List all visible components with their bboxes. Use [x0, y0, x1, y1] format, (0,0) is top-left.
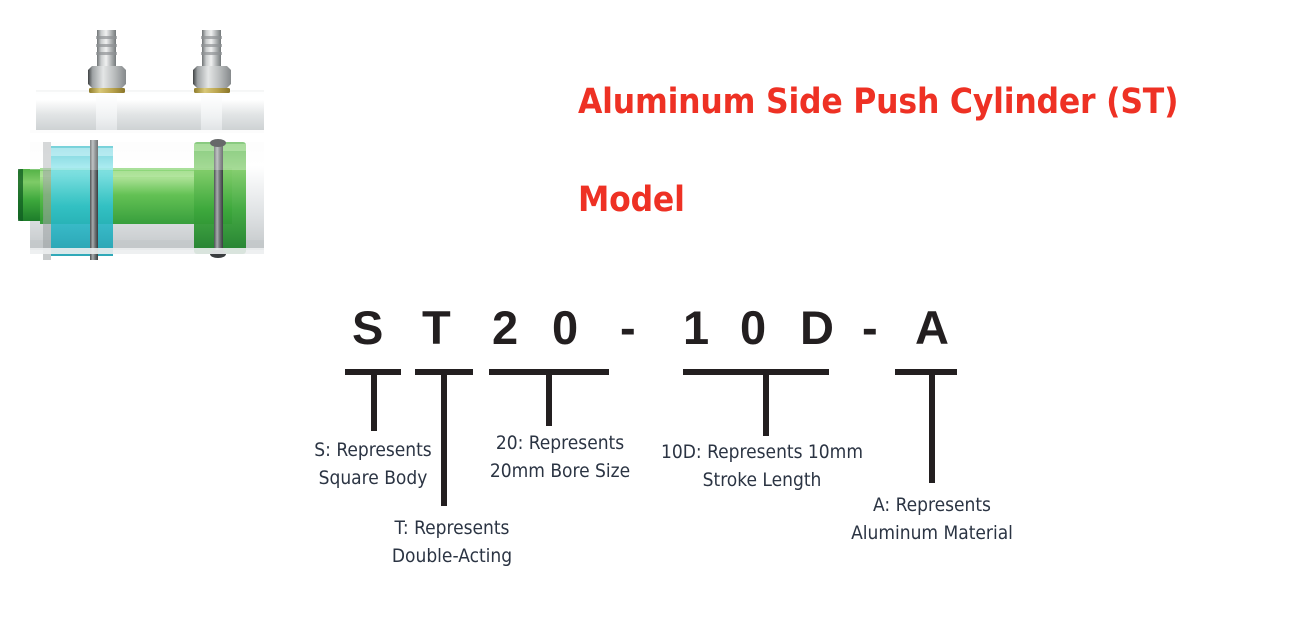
model-code-char: T — [422, 301, 451, 354]
product-image — [12, 8, 278, 280]
callout-line: Aluminum Material — [851, 522, 1013, 544]
glass-highlight — [30, 130, 264, 170]
leader-bar-s — [345, 369, 401, 375]
model-code-char: S — [352, 301, 384, 354]
callout-bore-size: 20: Represents 20mm Bore Size — [480, 429, 640, 485]
leader-tick-a — [929, 375, 935, 483]
callout-line: 20: Represents — [495, 432, 625, 454]
leader-tick-20 — [546, 375, 552, 426]
model-code-char: 0 — [552, 301, 579, 354]
model-code-char: D — [800, 301, 834, 354]
leader-bar-20 — [489, 369, 609, 375]
callout-line: T: Represents — [394, 517, 510, 539]
front-cap — [43, 140, 113, 260]
callout-line: S: Represents — [314, 439, 432, 461]
body-bottom-edge — [30, 248, 264, 254]
model-code-char: - — [862, 301, 878, 354]
callout-line: Square Body — [318, 467, 428, 489]
leader-tick-s — [371, 375, 377, 431]
model-code-char: A — [915, 301, 949, 354]
rod-tip — [18, 169, 44, 221]
model-code-char: 0 — [740, 301, 767, 354]
callout-line: 20mm Bore Size — [489, 460, 631, 482]
rear-body-tube — [36, 90, 264, 134]
page-subtitle: Model — [578, 180, 685, 220]
page-title: Aluminum Side Push Cylinder (ST) — [578, 82, 1179, 122]
callout-line: A: Represents — [873, 494, 991, 516]
callout-line: Double-Acting — [391, 545, 513, 567]
model-code-char: 1 — [683, 301, 710, 354]
leader-tick-10d — [763, 375, 769, 436]
port-fitting-right — [193, 30, 231, 141]
leader-bar-10d — [683, 369, 829, 375]
model-code-char: 2 — [492, 301, 519, 354]
model-code-char: - — [620, 301, 636, 354]
leader-tick-t — [441, 375, 447, 506]
callout-line: Stroke Length — [702, 469, 822, 491]
leader-bar-t — [415, 369, 473, 375]
callout-line: 10D: Represents 10mm — [661, 441, 863, 463]
leader-bar-a — [895, 369, 957, 375]
port-fitting-left — [88, 30, 126, 141]
